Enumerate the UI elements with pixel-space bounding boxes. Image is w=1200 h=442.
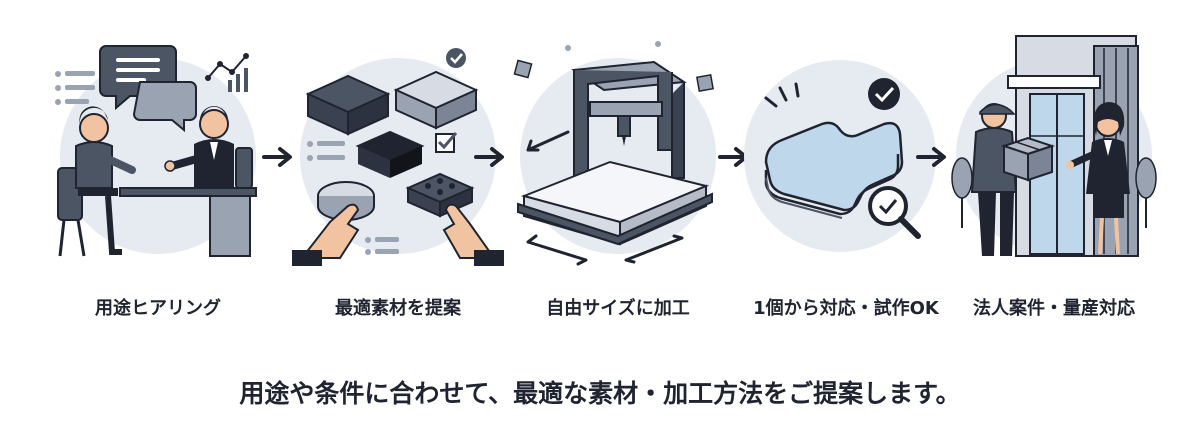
- material-samples-icon: [292, 48, 504, 266]
- cnc-machine-icon: [513, 41, 716, 266]
- prototype-inspection-icon: [744, 60, 936, 252]
- corporate-delivery-icon: [951, 35, 1157, 257]
- step-label-corporate-mass-production: 法人案件・量産対応: [973, 298, 1135, 319]
- step-single-unit-prototype: [736, 28, 956, 268]
- step-label-single-unit-prototype: 1個から対応・試作OK: [753, 298, 939, 319]
- step-label-custom-size-processing: 自由サイズに加工: [546, 298, 690, 319]
- summary-caption: 用途や条件に合わせて、最適な素材・加工方法をご提案します。: [239, 379, 961, 408]
- flow-arrow-2-icon: [474, 147, 504, 167]
- step-consultation: [48, 28, 268, 268]
- step-custom-size-processing: [508, 28, 728, 268]
- step-label-consultation: 用途ヒアリング: [95, 298, 221, 319]
- step-label-material-proposal: 最適素材を提案: [335, 298, 461, 319]
- step-corporate-mass-production: [944, 28, 1164, 268]
- step-material-proposal: [288, 28, 508, 268]
- flow-arrow-1-icon: [262, 147, 292, 167]
- flow-arrow-4-icon: [916, 147, 946, 167]
- consultation-meeting-icon: [55, 45, 257, 257]
